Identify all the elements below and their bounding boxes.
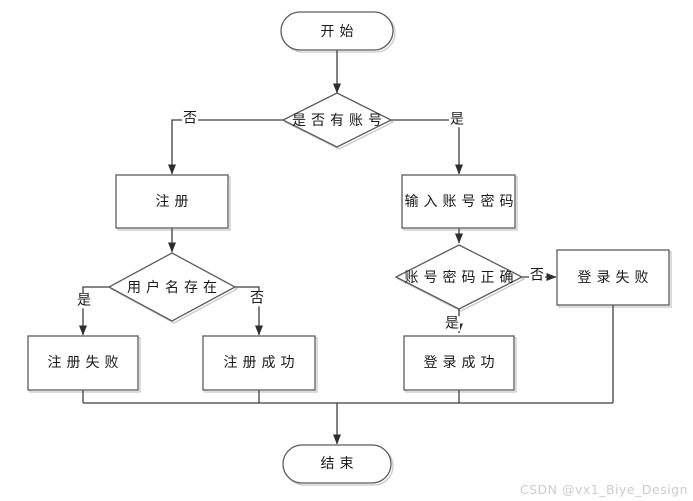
edge-label-credentials-correct-no: 否: [529, 267, 545, 284]
register-fail-node-label: 注册失败: [47, 355, 124, 371]
edge-label-credentials-correct-yes: 是: [444, 315, 460, 332]
has-account-node-label: 是否有账号: [292, 113, 387, 129]
edge-username-exists-yes: [79, 286, 109, 336]
enter-credentials-node-label: 输入账号密码: [404, 194, 519, 210]
credentials-correct-node-label: 账号密码正确: [404, 270, 519, 286]
shapes: [27, 11, 670, 484]
edge-has-account-no: [168, 119, 283, 175]
edge-label-username-exists-no: 否: [249, 290, 265, 307]
edge-label-has-account-yes: 是: [449, 111, 465, 128]
edge-collector-lines: [82, 305, 614, 404]
end-terminator-shape: [282, 444, 392, 484]
edge-label-has-account-no: 否: [182, 110, 198, 127]
watermark-text: CSDN @vx1_Biye_Design: [519, 482, 688, 497]
login-success-node-label: 登录成功: [423, 355, 500, 371]
enter-credentials-rect-shape: [401, 174, 516, 229]
has-account-diamond-shape: [281, 92, 393, 148]
start-node-label: 开始: [320, 24, 359, 40]
register-node-label: 注册: [155, 194, 194, 210]
edge-label-username-exists-yes: 是: [76, 292, 92, 309]
connectors: [79, 50, 614, 445]
register-success-rect-shape: [202, 335, 316, 391]
username-exists-diamond-shape: [107, 252, 237, 322]
register-fail-rect-shape: [27, 335, 139, 391]
start-terminator-shape: [280, 11, 394, 51]
credentials-correct-diamond-shape: [394, 244, 524, 310]
login-fail-node-label: 登录失败: [577, 270, 654, 286]
end-node-label: 结束: [320, 456, 359, 472]
edge-has-account-yes: [391, 119, 463, 175]
register-success-node-label: 注册成功: [223, 355, 300, 371]
register-rect-shape: [115, 174, 229, 229]
edge-username-exists-no: [235, 286, 263, 336]
username-exists-node-label: 用户名存在: [127, 280, 222, 296]
login-success-rect-shape: [403, 335, 515, 391]
login-fail-rect-shape: [556, 249, 670, 306]
